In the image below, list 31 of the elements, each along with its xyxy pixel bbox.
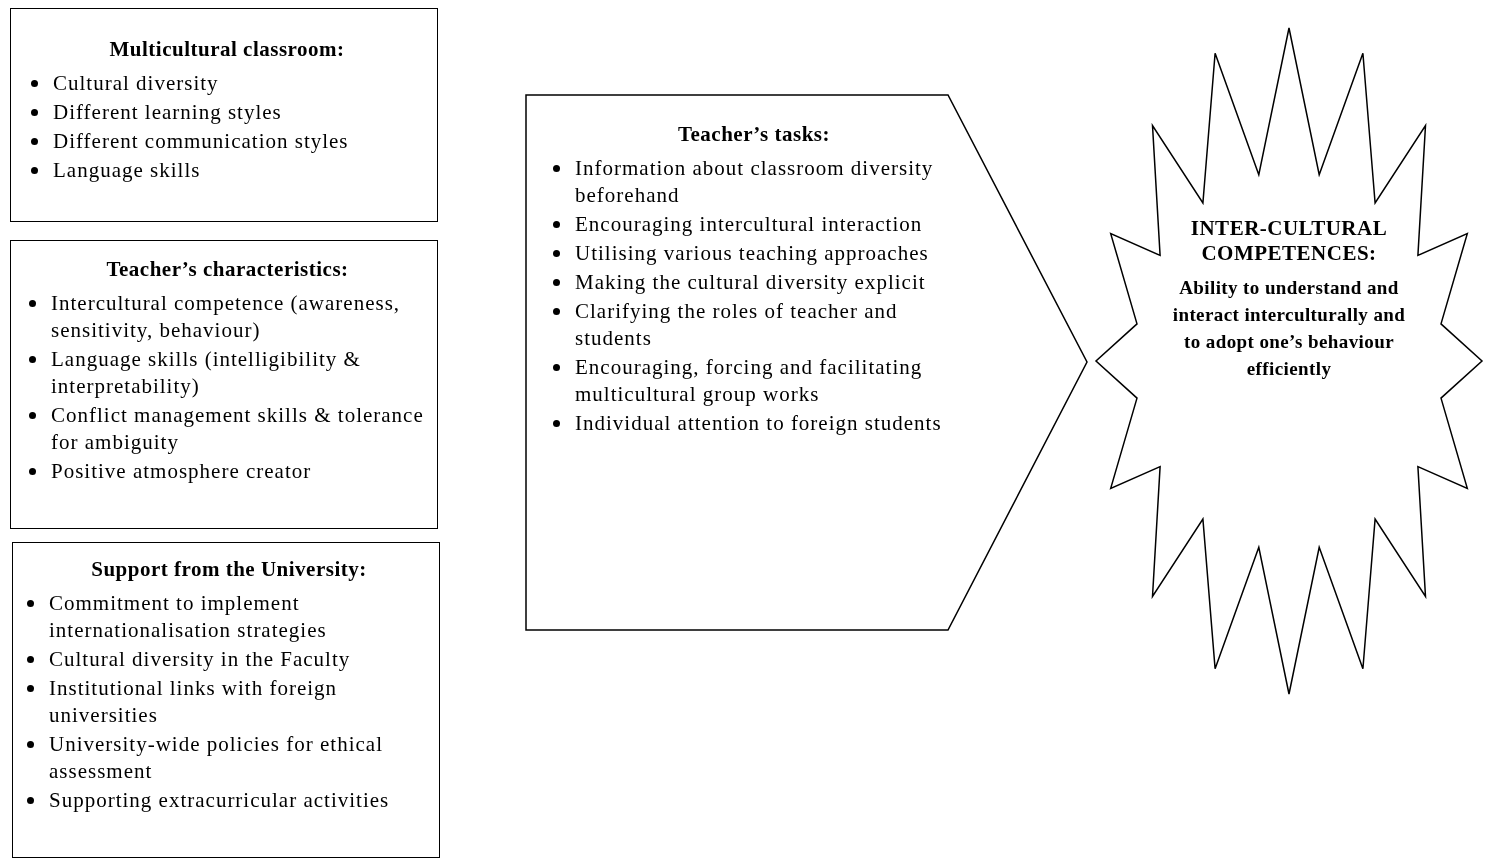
box-heading: Teacher’s characteristics: [105,257,350,282]
bullet-item: Intercultural competence (awareness, sensitivity, behaviour) [51,290,402,344]
bullet-item: Commitment to implement internationalisation strategies [49,590,328,644]
bullet-item: Individual attention to foreign students [575,410,943,437]
bullet-item: Positive atmosphere creator [51,458,313,485]
bullet-item: Encouraging, forcing and facilitating multicultural group works [575,354,924,408]
bullet-item: Language skills [53,157,202,184]
star-shape [1094,26,1484,696]
info-box [10,8,438,222]
arrow-shape-box [525,94,1089,631]
bullet-item: Different communication styles [53,128,350,155]
bullet-item: Cultural diversity in the Faculty [49,646,352,673]
bullet-item: Language skills (intelligibility & interpretability) [51,346,362,400]
bullet-item: Making the cultural diversity explicit [575,269,927,296]
bullet-item: Utilising various teaching approaches [575,240,930,267]
bullet-item: Institutional links with foreign universities [49,675,339,729]
bullet-item: Conflict management skills & tolerance for ambiguity [51,402,425,456]
info-box [12,542,440,858]
description-text: Ability to understand and interact interculturally and to adopt one’s behaviour efficiently [1171,276,1407,381]
box-heading: Teacher’s tasks: [676,122,832,147]
bullet-item: Clarifying the roles of teacher and students [575,298,899,352]
bullet-item: Supporting extracurricular activities [49,787,391,814]
bullet-item: Different learning styles [53,99,283,126]
box-heading: Multicultural classroom: [108,37,346,62]
bullet-item: Encouraging intercultural interaction [575,211,924,238]
box-heading: INTER-CULTURAL COMPETENCES: [1189,216,1389,266]
bullet-item: Cultural diversity [53,70,220,97]
bullet-item: University-wide policies for ethical assessment [49,731,384,785]
box-heading: Support from the University: [90,557,368,582]
info-box [10,240,438,529]
bullet-item: Information about classroom diversity beforehand [575,155,935,209]
